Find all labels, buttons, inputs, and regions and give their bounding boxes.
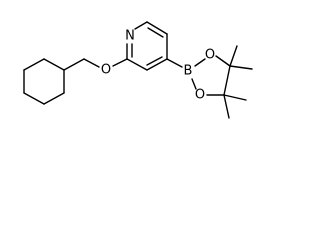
carbon-boron-bond <box>166 58 183 68</box>
dioxaborolane-ring <box>191 55 231 96</box>
pyridine-ring <box>126 21 168 71</box>
nitrogen-label: N <box>125 29 135 44</box>
methoxy-linker <box>63 58 128 71</box>
cyclohexane-ring <box>23 58 65 105</box>
boron-label: B <box>184 64 193 79</box>
molecule-drawing: N O B O O <box>23 21 253 119</box>
structure-canvas: N O B O O <box>23 21 253 119</box>
boronate-oxygen-top-label: O <box>205 48 215 63</box>
boronate-oxygen-bottom-label: O <box>195 88 205 103</box>
methyl-groups <box>223 45 253 119</box>
ether-oxygen-label: O <box>101 63 111 78</box>
